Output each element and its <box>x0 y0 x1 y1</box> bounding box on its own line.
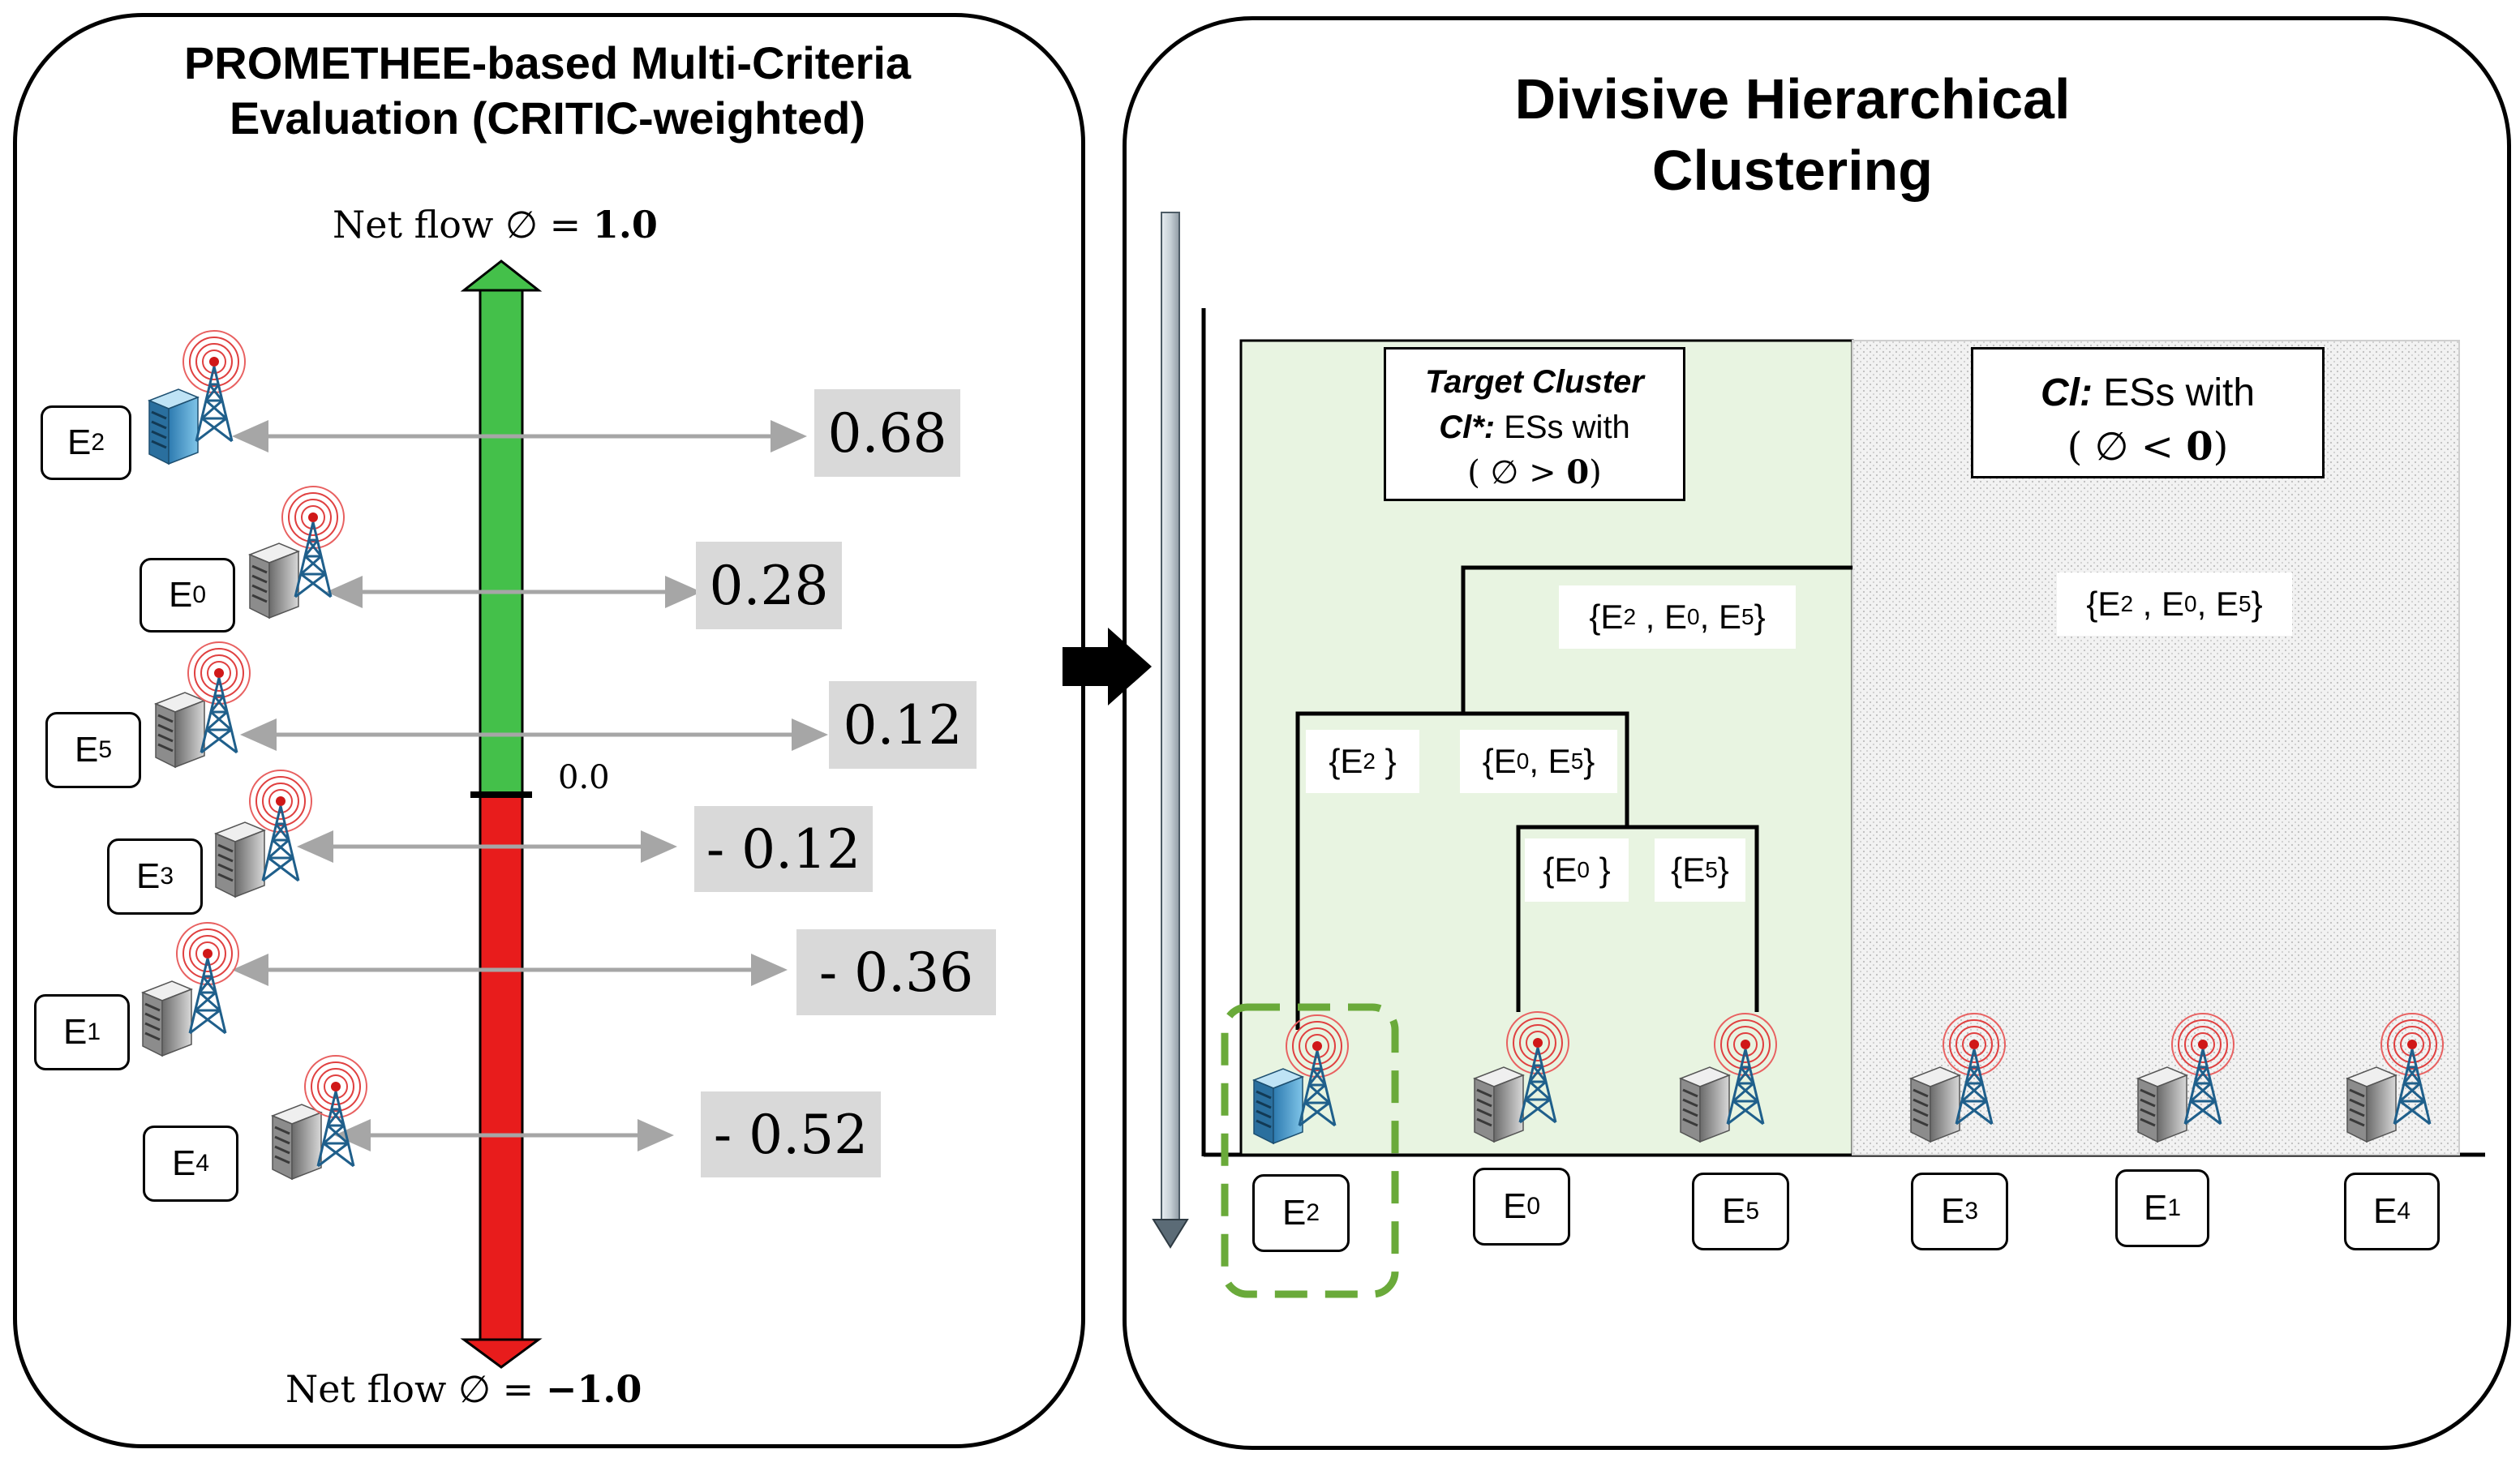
e0-vs-e5-branch <box>1516 825 1759 1012</box>
down-arrow-head <box>460 1338 543 1369</box>
target-cluster-condition: ( ∅ > 0) <box>1467 453 1602 491</box>
net-flow-top-label: Net flow ∅ = 1.0 <box>333 203 658 247</box>
score-arrows <box>232 420 828 1151</box>
score-e2: 0.68 <box>814 389 960 477</box>
transition-arrow <box>1063 628 1152 705</box>
net-flow-axis <box>460 259 543 1369</box>
score-e4: - 0.52 <box>701 1091 881 1177</box>
edge-server-icon-e2 <box>148 329 247 465</box>
clustering-title-line1: Divisive Hierarchical <box>1514 67 2071 131</box>
target-cluster-title: Target Cluster <box>1425 364 1644 400</box>
zero-label: 0.0 <box>558 759 610 796</box>
clustering-title-line2: Clustering <box>1651 139 1934 203</box>
target-cluster-definition: Cl*: ESs with <box>1439 410 1630 445</box>
edge-server-icon-e4 <box>271 1054 368 1181</box>
edge-server-icon-e5 <box>154 641 251 769</box>
root-branch <box>1461 565 1852 714</box>
edge-server-icon-e1 <box>141 921 240 1057</box>
other-cluster-box: Cl: ESs with ( ∅ < 0) <box>1971 347 2325 478</box>
promethee-title: PROMETHEE-based Multi-Criteria Evaluatio… <box>81 36 1014 147</box>
e2-vs-e0e5-branch <box>1295 711 1629 1030</box>
up-arrow-head <box>460 259 543 292</box>
positive-flow-bar <box>479 287 524 796</box>
net-flow-bottom-label: Net flow ∅ = −1.0 <box>285 1367 642 1411</box>
other-cluster-definition: Cl: ESs with <box>2040 371 2256 414</box>
target-cluster-box: Target Cluster Cl*: ESs with ( ∅ > 0) <box>1384 347 1685 501</box>
edge-server-icon-e0 <box>248 485 346 620</box>
selected-server-highlight <box>1221 1003 1399 1298</box>
dendrogram <box>1295 565 1852 1030</box>
promethee-title-line2: Evaluation (CRITIC-weighted) <box>230 92 865 144</box>
clustering-title: Divisive Hierarchical Clustering <box>1314 63 2271 206</box>
promethee-title-line1: PROMETHEE-based Multi-Criteria <box>183 37 912 88</box>
negative-flow-bar <box>479 793 524 1344</box>
score-e3: - 0.12 <box>694 806 873 892</box>
edge-server-icon-e3 <box>214 769 313 898</box>
hierarchy-direction-arrow <box>1152 212 1189 1249</box>
other-cluster-condition: ( ∅ < 0) <box>2067 424 2229 470</box>
score-e0: 0.28 <box>696 542 842 629</box>
score-e1: - 0.36 <box>796 929 996 1015</box>
score-e5: 0.12 <box>829 681 977 769</box>
